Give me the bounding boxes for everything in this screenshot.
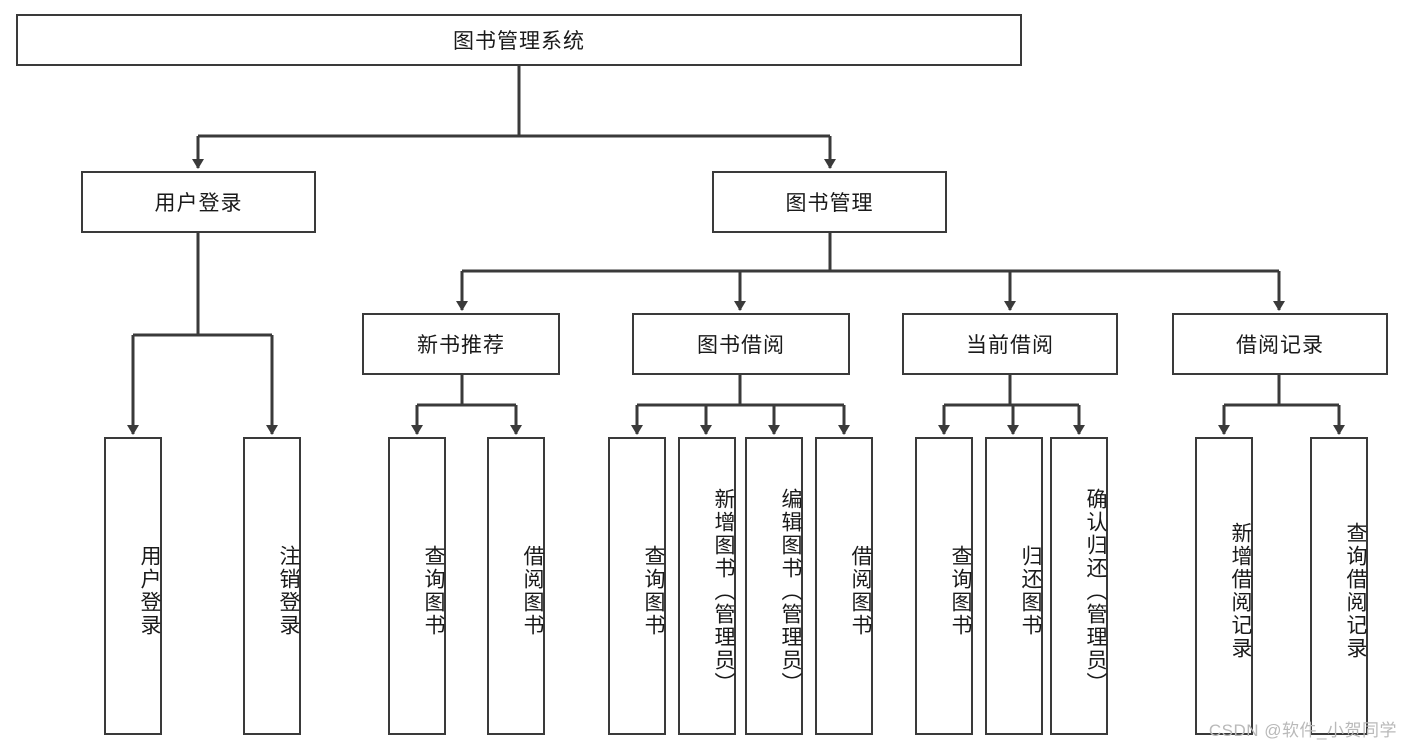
node-user-login[interactable]: 用户登录 (81, 171, 316, 233)
node-leaf-query-book-borrow[interactable]: 查询图书 (608, 437, 666, 735)
node-leaf-logout-label: 注销登录 (277, 545, 300, 637)
node-book-borrow-label: 图书借阅 (697, 334, 785, 357)
node-book-borrow[interactable]: 图书借阅 (632, 313, 850, 375)
node-user-login-label: 用户登录 (154, 192, 243, 215)
node-leaf-add-book-admin[interactable]: 新增图书（管理员） (678, 437, 736, 735)
node-leaf-edit-book-admin-label: 编辑图书（管理员） (779, 487, 802, 695)
node-root[interactable]: 图书管理系统 (16, 14, 1022, 66)
node-leaf-edit-book-admin[interactable]: 编辑图书（管理员） (745, 437, 803, 735)
node-leaf-borrow-book-new[interactable]: 借阅图书 (487, 437, 545, 735)
node-leaf-user-login[interactable]: 用户登录 (104, 437, 162, 735)
watermark: CSDN @软件_小贺同学 (1208, 721, 1397, 740)
node-current-borrow-label: 当前借阅 (966, 334, 1054, 357)
node-root-label: 图书管理系统 (453, 30, 585, 53)
node-leaf-add-borrow-record[interactable]: 新增借阅记录 (1195, 437, 1253, 735)
node-leaf-query-borrow-record[interactable]: 查询借阅记录 (1310, 437, 1368, 735)
node-leaf-return-book[interactable]: 归还图书 (985, 437, 1043, 735)
node-leaf-add-borrow-record-label: 新增借阅记录 (1229, 522, 1252, 660)
node-leaf-borrow-book[interactable]: 借阅图书 (815, 437, 873, 735)
node-new-book-recommend-label: 新书推荐 (417, 334, 505, 357)
node-leaf-user-login-label: 用户登录 (138, 545, 161, 637)
node-leaf-query-borrow-record-label: 查询借阅记录 (1344, 522, 1367, 660)
node-leaf-borrow-book-label: 借阅图书 (849, 545, 872, 637)
node-leaf-confirm-return-admin-label: 确认归还（管理员） (1084, 487, 1107, 695)
node-borrow-record-label: 借阅记录 (1236, 334, 1324, 357)
node-book-management-label: 图书管理 (785, 192, 874, 215)
node-leaf-query-book-new[interactable]: 查询图书 (388, 437, 446, 735)
node-current-borrow[interactable]: 当前借阅 (902, 313, 1118, 375)
node-leaf-query-book-current[interactable]: 查询图书 (915, 437, 973, 735)
node-leaf-query-book-new-label: 查询图书 (422, 545, 445, 637)
node-leaf-logout[interactable]: 注销登录 (243, 437, 301, 735)
node-leaf-borrow-book-new-label: 借阅图书 (521, 545, 544, 637)
node-borrow-record[interactable]: 借阅记录 (1172, 313, 1388, 375)
node-book-management[interactable]: 图书管理 (712, 171, 947, 233)
node-leaf-query-book-borrow-label: 查询图书 (642, 545, 665, 637)
node-leaf-confirm-return-admin[interactable]: 确认归还（管理员） (1050, 437, 1108, 735)
node-new-book-recommend[interactable]: 新书推荐 (362, 313, 560, 375)
node-leaf-query-book-current-label: 查询图书 (949, 545, 972, 637)
node-leaf-add-book-admin-label: 新增图书（管理员） (712, 487, 735, 695)
node-leaf-return-book-label: 归还图书 (1019, 545, 1042, 637)
